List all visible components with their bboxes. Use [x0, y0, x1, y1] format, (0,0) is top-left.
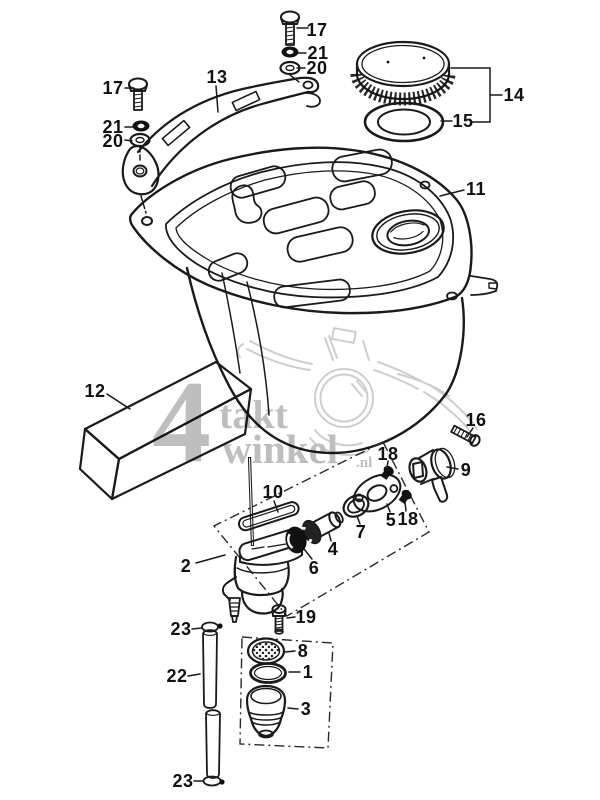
washer-21-left	[132, 120, 150, 132]
callout-18-right: 18	[397, 509, 418, 529]
bolt-17-center	[280, 10, 300, 83]
callout-11: 11	[466, 179, 486, 199]
callout-14: 14	[503, 85, 524, 105]
callout-7: 7	[356, 522, 367, 542]
callout-5: 5	[386, 510, 397, 530]
watermark: 4 takt winkel .nl	[152, 327, 478, 487]
callout-12: 12	[84, 381, 105, 401]
callout-16: 16	[465, 410, 486, 430]
watermark-nl: .nl	[356, 455, 372, 471]
tap-mount-plate	[352, 473, 402, 513]
filter-screen	[246, 637, 286, 665]
plate-cutouts	[207, 148, 393, 309]
fuel-hose-upper	[202, 629, 218, 709]
callout-13: 13	[206, 67, 227, 87]
filler-neck	[371, 209, 445, 255]
callout-4: 4	[328, 539, 339, 559]
callout-19: 19	[295, 607, 316, 627]
cap-gasket	[363, 101, 445, 143]
callout-2: 2	[181, 556, 192, 576]
fuel-hose-lower	[205, 709, 221, 779]
watermark-4: 4	[152, 356, 211, 487]
fuel-tap-assembly	[222, 456, 304, 623]
callout-15: 15	[452, 111, 473, 131]
washer-20-left	[129, 132, 151, 148]
callout-20-left: 20	[102, 131, 123, 151]
tank-mount-bracket	[121, 76, 321, 196]
callout-18-upper: 18	[377, 444, 398, 464]
hose-clip-upper	[201, 621, 223, 633]
cup-o-ring	[249, 662, 287, 684]
callout-9: 9	[461, 460, 472, 480]
washer-21-center	[281, 46, 299, 58]
bolt-19	[271, 604, 287, 635]
callout-6: 6	[309, 558, 320, 578]
assembly-box-tap-parts	[212, 441, 430, 617]
callouts: 17 21 20 13 17 21 20 14 15 11 12 16 9 18…	[84, 20, 524, 791]
assembly-box-cup-parts	[239, 636, 334, 749]
screw-18-upper	[380, 465, 394, 480]
callout-20-center: 20	[306, 58, 327, 78]
callout-21-left: 21	[102, 117, 123, 137]
watermark-moped-sketch	[236, 327, 478, 456]
leader-lines	[106, 27, 503, 782]
screw-16	[450, 424, 481, 447]
fuel-tap-lever-knob	[408, 447, 456, 503]
callout-21-center: 21	[307, 43, 328, 63]
fuel-cap	[350, 40, 456, 106]
tap-wire-handle	[237, 501, 300, 532]
watermark-takt: takt	[219, 392, 289, 437]
screw-18-right	[398, 489, 412, 504]
callout-17-center: 17	[306, 20, 327, 40]
callout-23-upper: 23	[170, 619, 191, 639]
foam-cushion	[78, 360, 253, 501]
callout-8: 8	[298, 641, 309, 661]
callout-17-left: 17	[102, 78, 123, 98]
watermark-winkel: winkel	[222, 426, 338, 472]
callout-22: 22	[166, 666, 187, 686]
sediment-cup	[245, 684, 287, 739]
callout-3: 3	[301, 699, 312, 719]
tap-o-ring	[285, 526, 307, 554]
callout-10: 10	[262, 482, 283, 502]
callout-23-lower: 23	[172, 771, 193, 791]
fuel-tank-top-plate	[129, 146, 499, 315]
callout-1: 1	[303, 662, 314, 682]
